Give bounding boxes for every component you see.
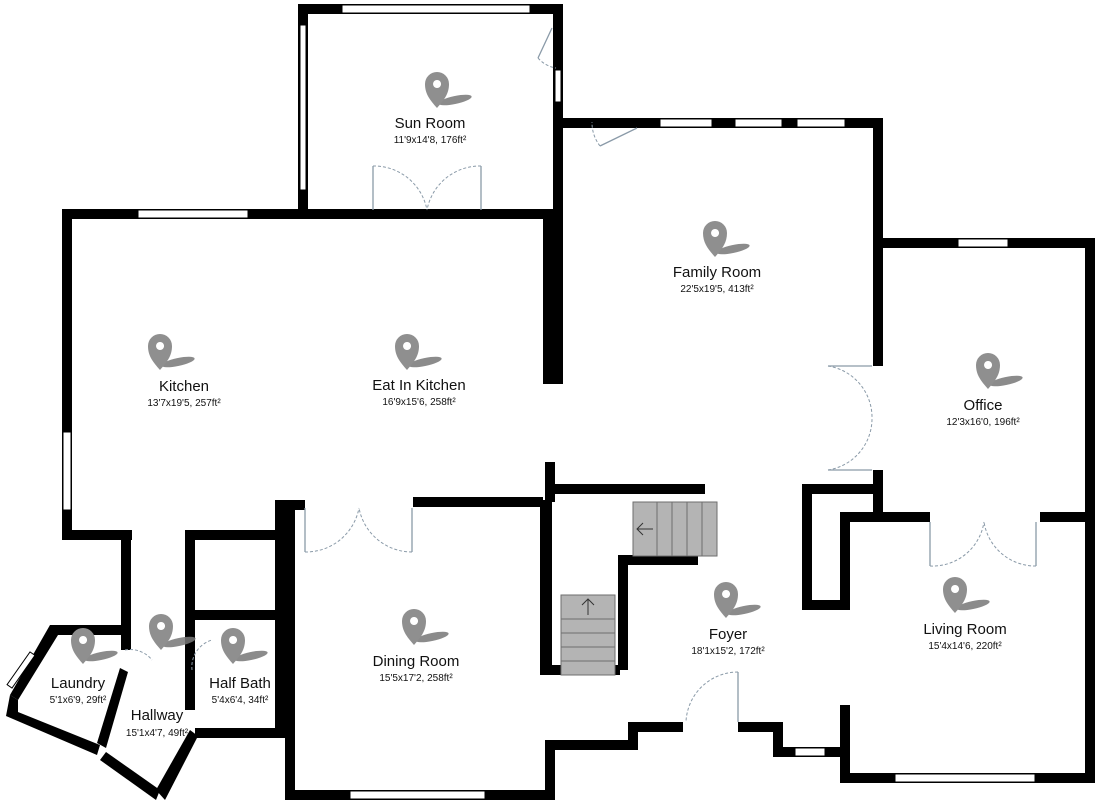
lower-stairs (560, 594, 616, 676)
doors (124, 27, 1037, 723)
map-pin-icon (943, 577, 967, 613)
map-pin-icon (714, 582, 738, 618)
map-pin-icon (703, 221, 727, 257)
map-pin-icon (395, 334, 419, 370)
room-name: Family Room (673, 264, 761, 281)
room-laundry[interactable] (71, 628, 118, 664)
map-pin-icon (402, 609, 426, 645)
room-dimensions: 15'4x14'6, 220ft² (928, 641, 1002, 652)
map-pin-icon (425, 72, 449, 108)
room-hallway[interactable] (149, 614, 196, 650)
map-pin-icon (71, 628, 95, 664)
room-name: Foyer (709, 626, 747, 643)
map-pin-icon (149, 614, 173, 650)
room-dimensions: 5'4x6'4, 34ft² (212, 695, 269, 706)
room-kitchen[interactable] (148, 334, 195, 370)
room-living-room[interactable] (943, 577, 990, 613)
windows (6, 4, 1036, 800)
room-family-room[interactable] (703, 221, 750, 257)
room-name: Eat In Kitchen (372, 377, 465, 394)
room-name: Living Room (923, 621, 1006, 638)
room-name: Half Bath (209, 675, 271, 692)
arrow-icon (581, 598, 595, 615)
map-pin-icon (221, 628, 245, 664)
room-foyer[interactable] (714, 582, 761, 618)
room-name: Office (964, 397, 1003, 414)
room-name: Hallway (131, 707, 184, 724)
room-name: Sun Room (395, 115, 466, 132)
room-eat-in-kitchen[interactable] (395, 334, 442, 370)
room-dimensions: 12'3x16'0, 196ft² (946, 417, 1020, 428)
room-dimensions: 11'9x14'8, 176ft² (394, 135, 467, 146)
room-name: Dining Room (373, 653, 460, 670)
room-dimensions: 18'1x15'2, 172ft² (691, 646, 765, 657)
room-office[interactable] (976, 353, 1023, 389)
room-dimensions: 22'5x19'5, 413ft² (680, 284, 754, 295)
room-dimensions: 13'7x19'5, 257ft² (147, 398, 221, 409)
arrow-icon (636, 522, 653, 536)
room-name: Laundry (51, 675, 106, 692)
room-name: Kitchen (159, 378, 209, 395)
map-pin-icon (976, 353, 1000, 389)
room-dimensions: 16'9x15'6, 258ft² (382, 397, 456, 408)
room-dimensions: 15'5x17'2, 258ft² (379, 673, 453, 684)
room-half-bath[interactable] (221, 628, 268, 664)
room-sun-room[interactable] (425, 72, 472, 108)
room-dining-room[interactable] (402, 609, 449, 645)
room-dimensions: 5'1x6'9, 29ft² (50, 695, 107, 706)
upper-stairs (632, 501, 718, 557)
map-pin-icon (148, 334, 172, 370)
room-dimensions: 15'1x4'7, 49ft² (126, 728, 189, 739)
